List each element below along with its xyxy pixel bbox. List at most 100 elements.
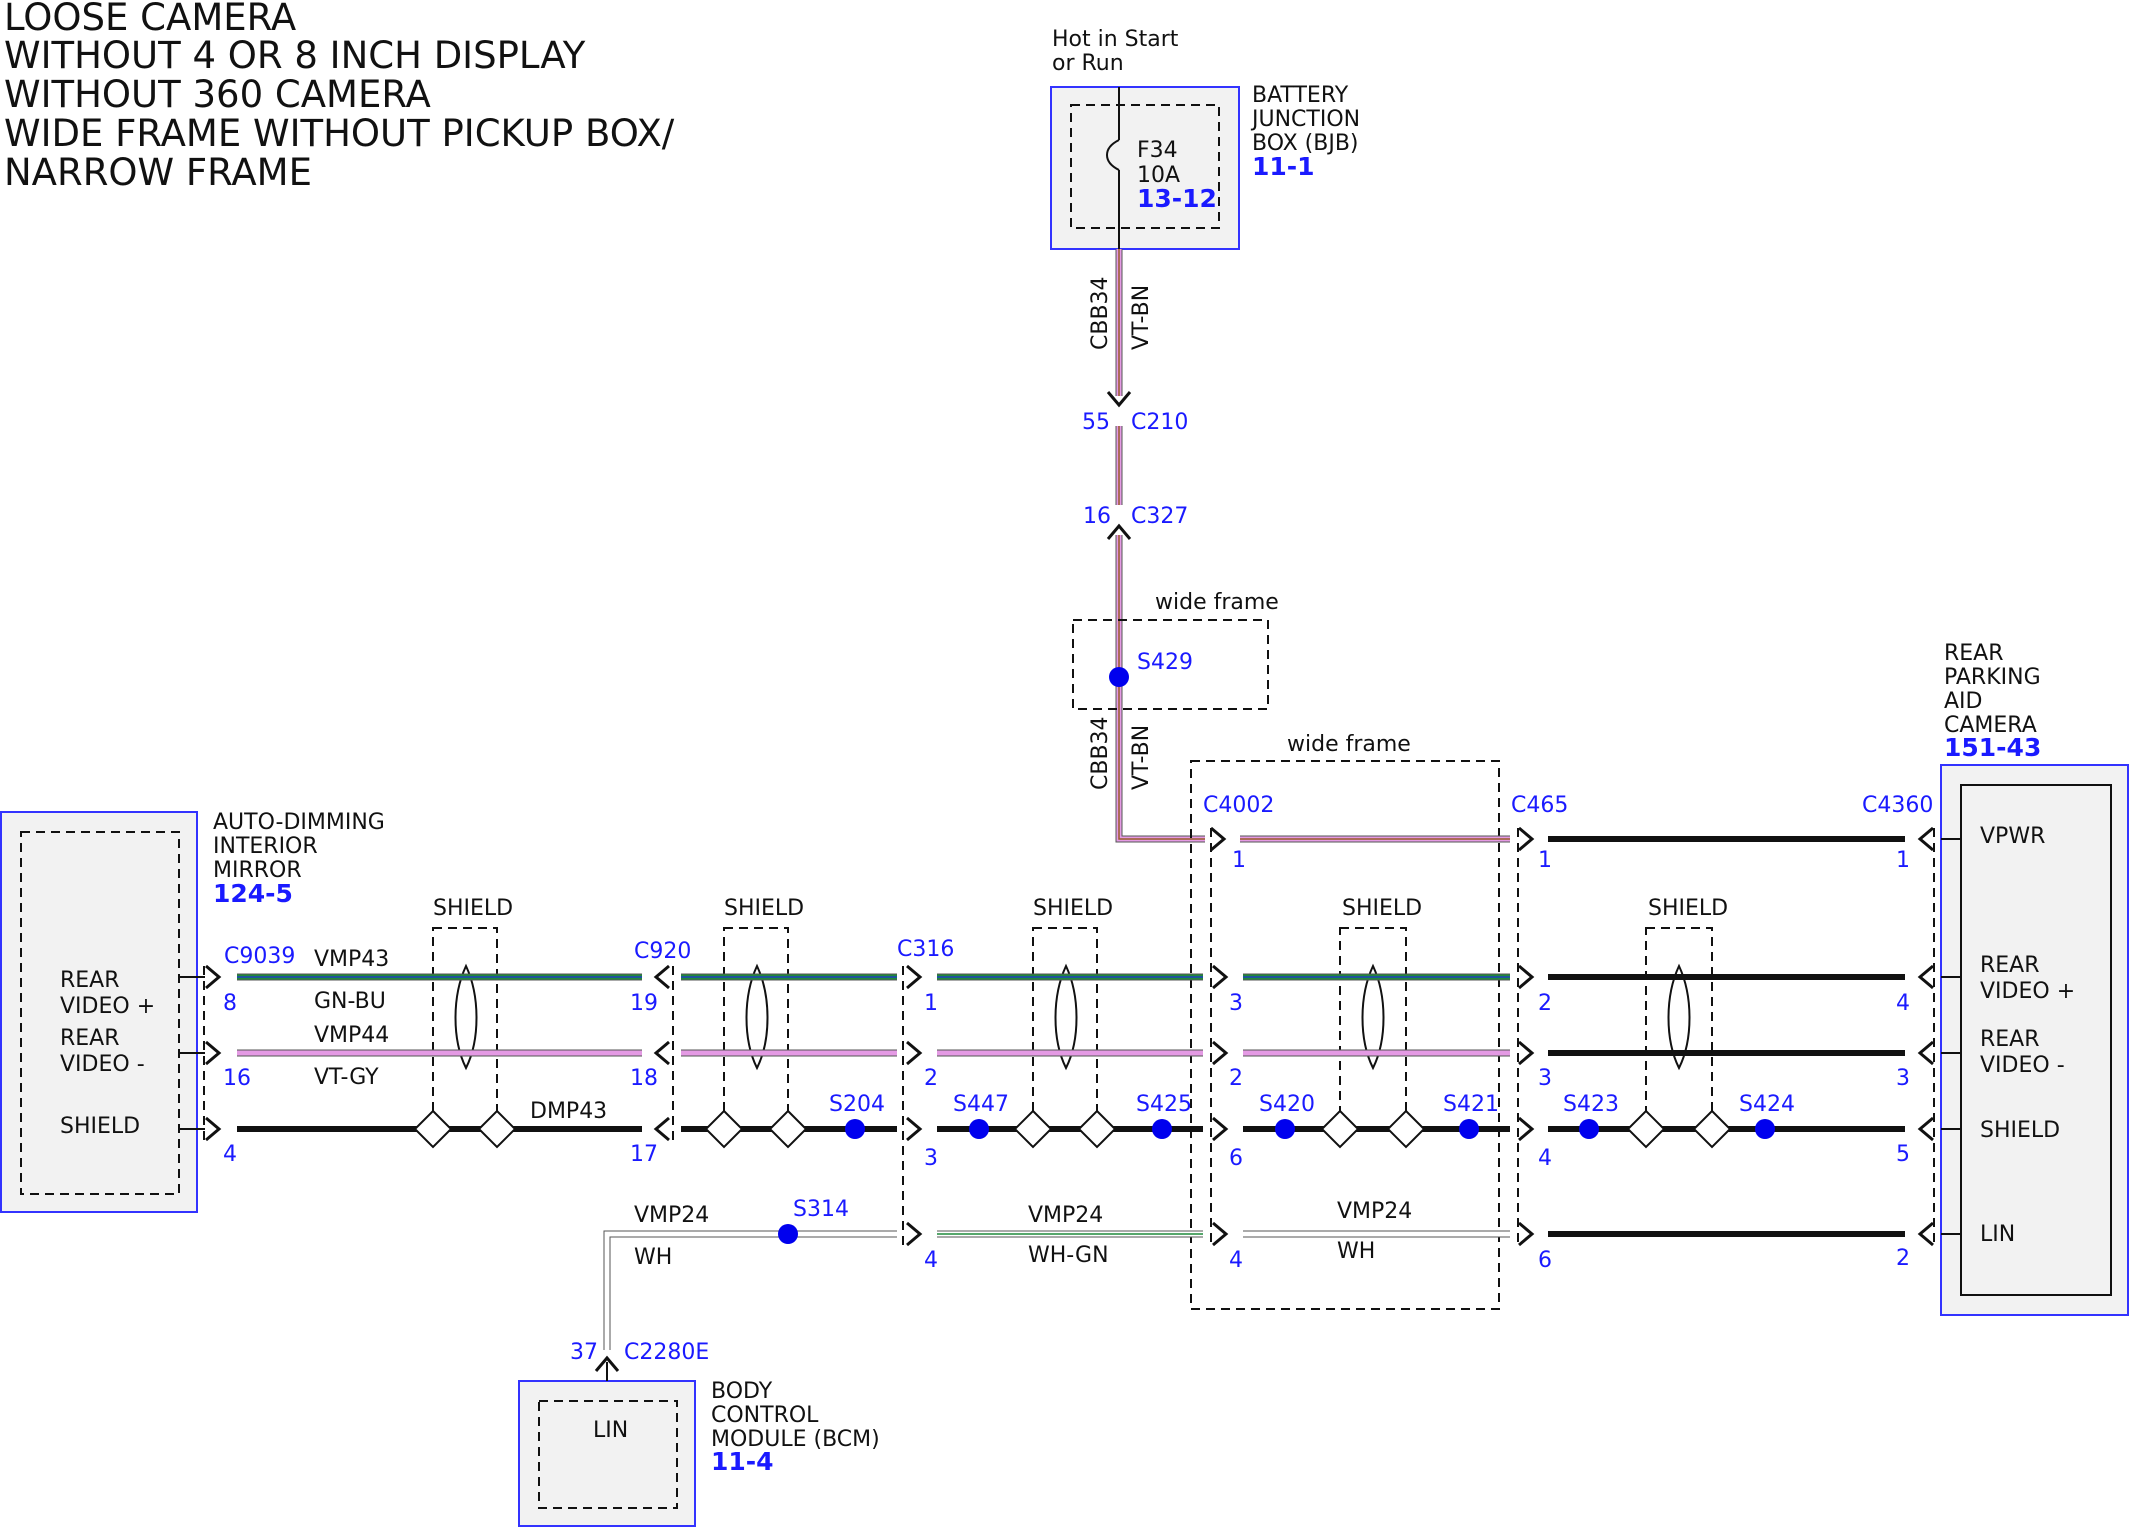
- cbb34-color-lower: VT-BN: [1129, 725, 1154, 790]
- vmp24-id-c: VMP24: [1337, 1199, 1412, 1224]
- wide-frame-box-1: [1072, 619, 1269, 710]
- splice-s424-label: S424: [1739, 1092, 1795, 1117]
- c4002-arrow-2: [1211, 964, 1228, 990]
- fuse-ref: 13-12: [1137, 184, 1217, 213]
- vmp44-id: VMP44: [314, 1023, 389, 1048]
- c4002-arrow-4: [1211, 1116, 1228, 1142]
- cbb34-color-upper: VT-BN: [1129, 285, 1154, 350]
- shield-group-1: SHIELD: [432, 896, 513, 1129]
- camera-inner: [1960, 784, 2112, 1296]
- camera-name-2: PARKING: [1944, 665, 2041, 690]
- mirror-inner: [20, 831, 180, 1195]
- bjb-ref: 11-1: [1252, 152, 1315, 181]
- c2280e-pin: 37: [570, 1340, 598, 1365]
- c9039-arrow-1: [204, 964, 221, 990]
- c4002-pin-1: 1: [1232, 848, 1246, 873]
- c316-pin-4: 4: [924, 1248, 938, 1273]
- svg-text:SHIELD: SHIELD: [1033, 896, 1113, 921]
- c9039-pin-1: 8: [223, 991, 237, 1016]
- title-line-3: WITHOUT 360 CAMERA: [4, 73, 431, 116]
- camera-pin-shield: SHIELD: [1980, 1118, 2060, 1143]
- c4360-arrow-5: [1918, 1221, 1935, 1247]
- splice-s420-label: S420: [1259, 1092, 1315, 1117]
- bcm-name-3: MODULE (BCM): [711, 1427, 880, 1452]
- c210-label: C210: [1131, 410, 1188, 435]
- mirror-ref: 124-5: [213, 879, 293, 908]
- shield-group-2: SHIELD: [723, 896, 804, 1129]
- splice-s423-dot: [1579, 1119, 1599, 1139]
- c465-pin-1: 1: [1538, 848, 1552, 873]
- c4360-pin-3: 3: [1896, 1066, 1910, 1091]
- c920-pin-2: 18: [630, 1066, 658, 1091]
- c465-pin-3: 3: [1538, 1066, 1552, 1091]
- bjb-supply-2: or Run: [1052, 51, 1124, 76]
- c4360-label: C4360: [1862, 793, 1933, 818]
- c210-pin: 55: [1082, 410, 1110, 435]
- splice-s429-dot: [1109, 667, 1129, 687]
- mirror-name-2: INTERIOR: [213, 834, 318, 859]
- vmp24-id-a: VMP24: [634, 1203, 709, 1228]
- title-line-4: WIDE FRAME WITHOUT PICKUP BOX/: [4, 112, 675, 155]
- camera-pin-video-minus-1: REAR: [1980, 1027, 2040, 1052]
- c9039-arrow-3: [204, 1116, 221, 1142]
- vmp24-id-b: VMP24: [1028, 1203, 1103, 1228]
- c4360-arrow-3: [1918, 1040, 1935, 1066]
- splice-s429-label: S429: [1137, 650, 1193, 675]
- svg-text:SHIELD: SHIELD: [724, 896, 804, 921]
- cbb34-id-upper: CBB34: [1088, 276, 1113, 350]
- c4002-arrow-3: [1211, 1040, 1228, 1066]
- c4002-pin-3: 2: [1229, 1066, 1243, 1091]
- camera-pin-video-minus-2: VIDEO -: [1980, 1053, 2065, 1078]
- wide-frame-label-2: wide frame: [1287, 732, 1411, 757]
- splice-s423-label: S423: [1563, 1092, 1619, 1117]
- c9039-arrow-2: [204, 1040, 221, 1066]
- c920-label: C920: [634, 939, 691, 964]
- fuse-icon: [1106, 139, 1120, 171]
- vmp24-color-b: WH-GN: [1028, 1243, 1109, 1268]
- shield-group-5: SHIELD: [1645, 896, 1728, 1129]
- fuse-rating: 10A: [1137, 163, 1180, 188]
- splice-s425-label: S425: [1136, 1092, 1192, 1117]
- bjb-inner: [1070, 104, 1220, 229]
- c9039-pin-3: 4: [223, 1142, 237, 1167]
- c327-pin: 16: [1083, 504, 1111, 529]
- c920-arrow-2: [654, 1040, 671, 1066]
- svg-text:SHIELD: SHIELD: [1342, 896, 1422, 921]
- shield-group-3: SHIELD: [1032, 896, 1113, 1129]
- splice-s204-dot: [845, 1119, 865, 1139]
- vmp24-color-a: WH: [634, 1245, 672, 1270]
- dmp43-id: DMP43: [530, 1099, 607, 1124]
- fuse-id: F34: [1137, 138, 1178, 163]
- c465-arrow-2: [1517, 964, 1534, 990]
- title-line-1: LOOSE CAMERA: [4, 0, 296, 39]
- c4360-pin-5: 2: [1896, 1246, 1910, 1271]
- camera-pin-lin: LIN: [1980, 1222, 2015, 1247]
- bcm-ref: 11-4: [711, 1447, 774, 1476]
- c316-pin-2: 2: [924, 1066, 938, 1091]
- mirror-box: [0, 811, 198, 1213]
- mirror-name-1: AUTO-DIMMING: [213, 810, 385, 835]
- camera-name-3: AID: [1944, 689, 1982, 714]
- svg-text:SHIELD: SHIELD: [1648, 896, 1728, 921]
- c4360-pin-4: 5: [1896, 1142, 1910, 1167]
- c316-arrow-1: [905, 964, 922, 990]
- mirror-pin-video-minus-2: VIDEO -: [60, 1052, 145, 1077]
- c316-arrow-2: [905, 1040, 922, 1066]
- c9039-label: C9039: [224, 944, 295, 969]
- wide-frame-box-2: [1190, 760, 1500, 1310]
- splice-s421-dot: [1459, 1119, 1479, 1139]
- c2280e-label: C2280E: [624, 1340, 709, 1365]
- bcm-name-2: CONTROL: [711, 1403, 819, 1428]
- camera-ref: 151-43: [1944, 733, 2041, 762]
- c316-arrow-3: [905, 1116, 922, 1142]
- splice-s424-dot: [1755, 1119, 1775, 1139]
- cbb34-id-lower: CBB34: [1088, 716, 1113, 790]
- c4002-label: C4002: [1203, 793, 1274, 818]
- c327-label: C327: [1131, 504, 1188, 529]
- bjb-box: [1050, 86, 1240, 250]
- shield-group-4: SHIELD: [1339, 896, 1422, 1129]
- c465-arrow-5: [1517, 1221, 1534, 1247]
- c316-pin-3: 3: [924, 1146, 938, 1171]
- c465-label: C465: [1511, 793, 1568, 818]
